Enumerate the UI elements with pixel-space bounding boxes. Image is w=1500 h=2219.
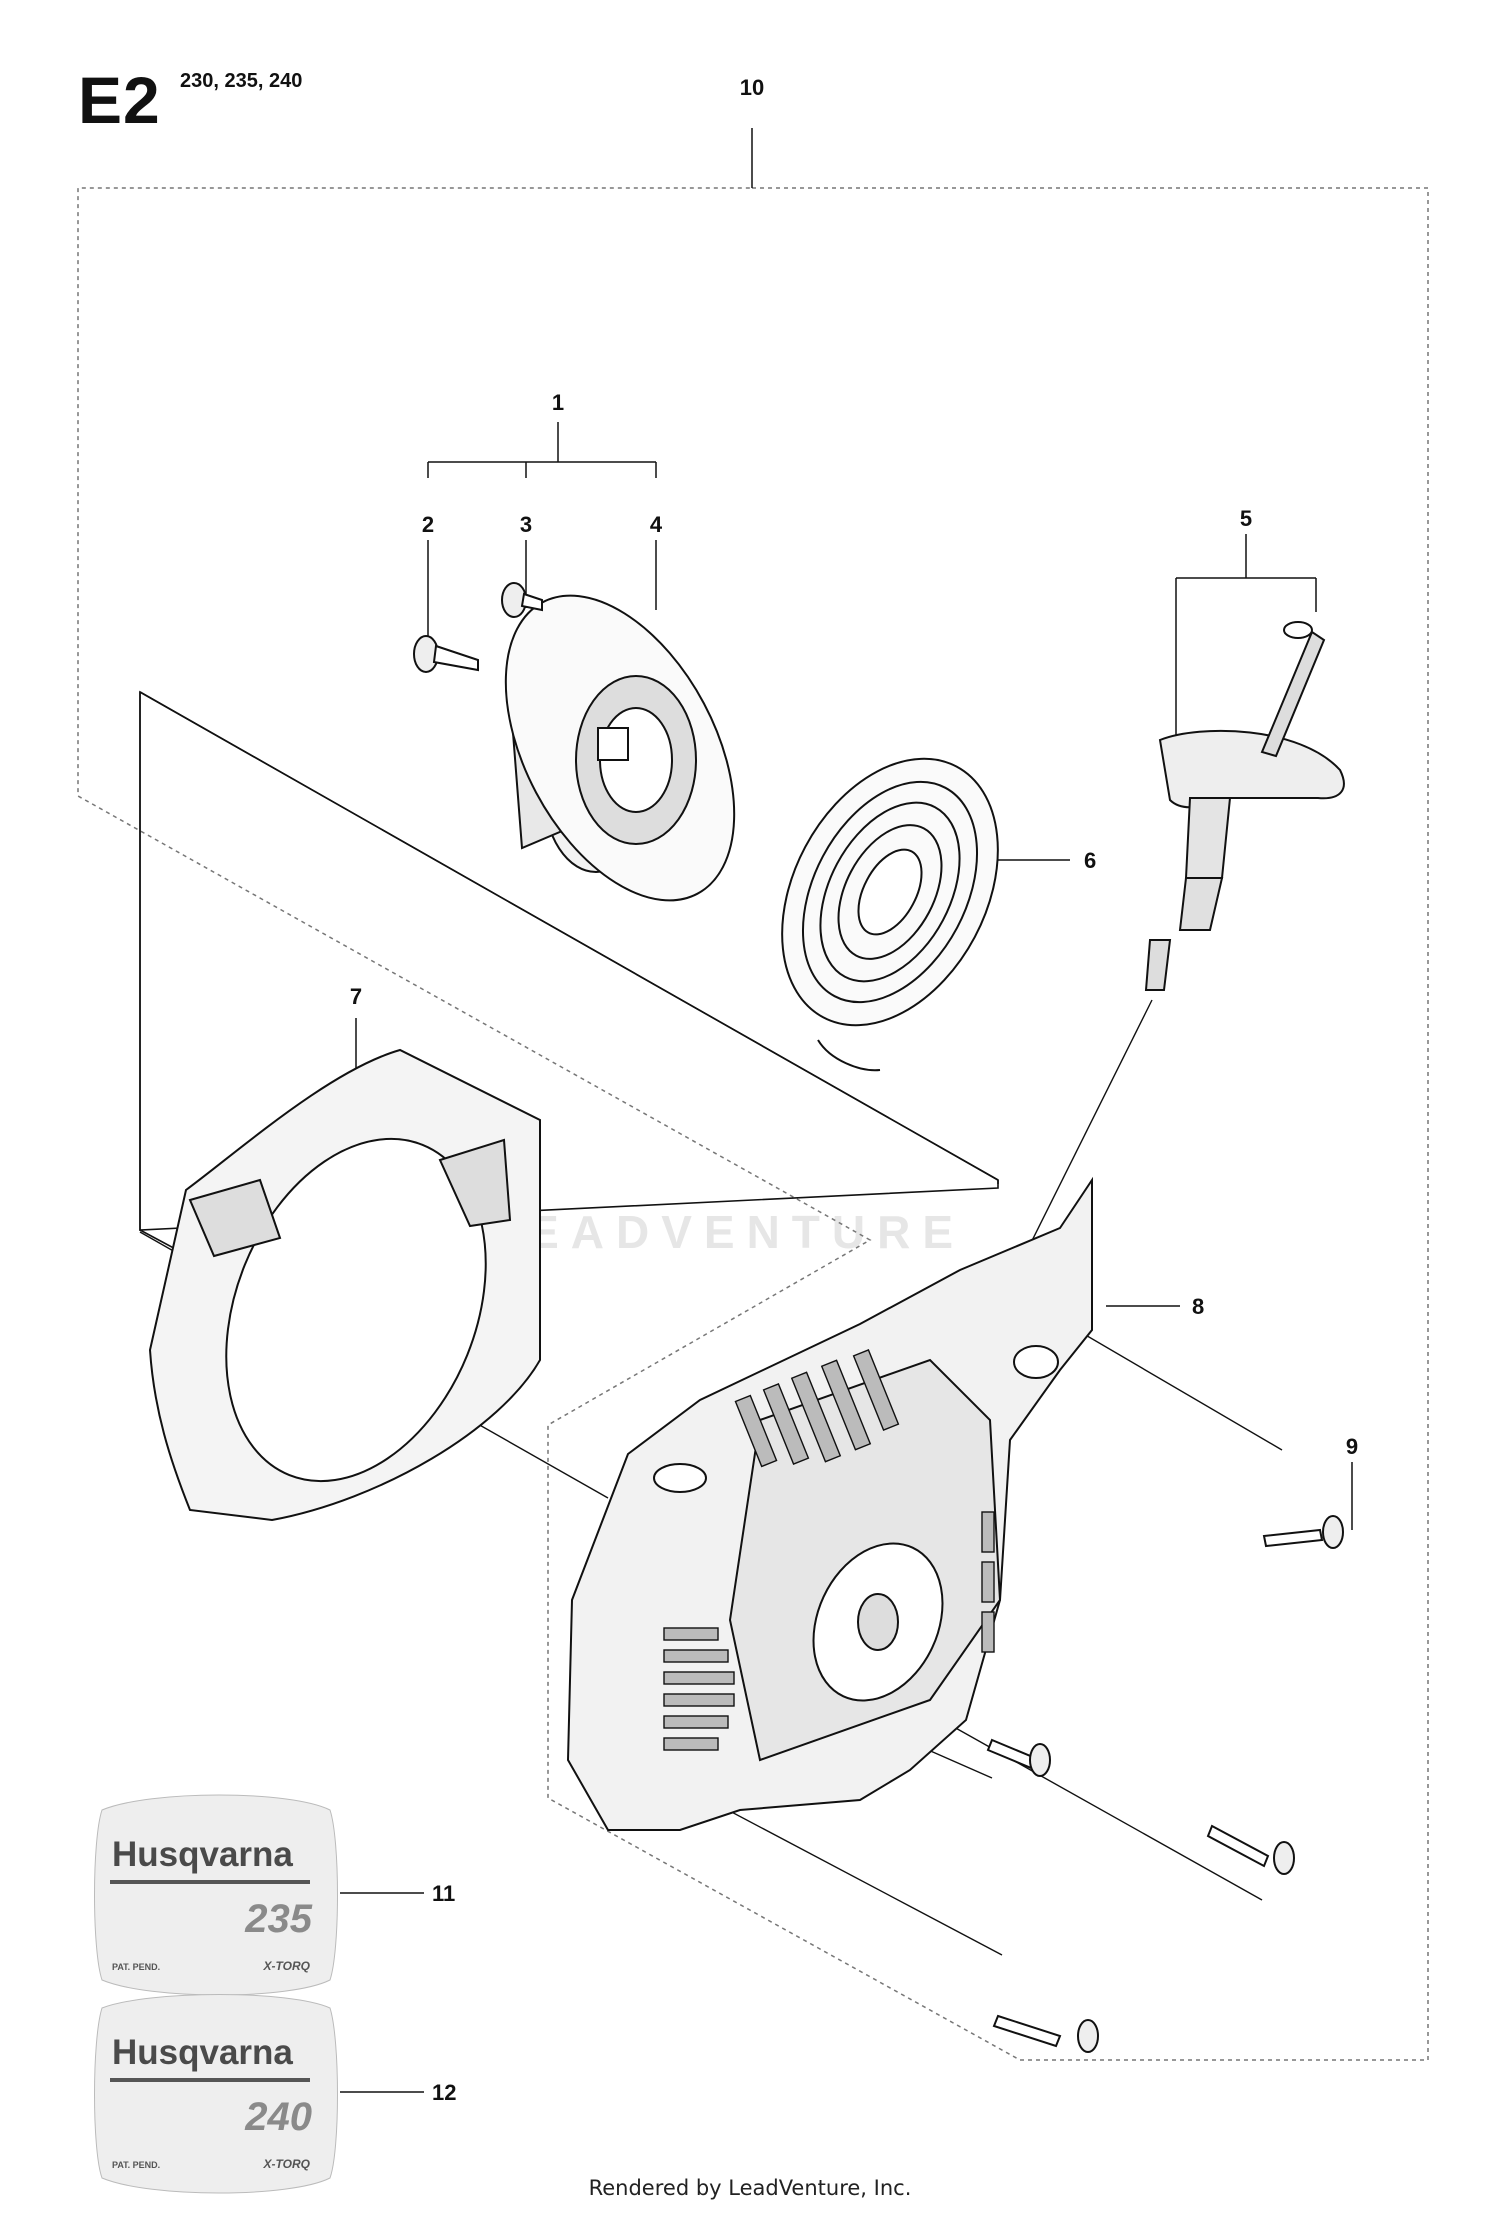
pulley-screws	[413, 582, 543, 673]
decal-235-patent: PAT. PEND.	[112, 1962, 160, 1972]
callout-1: 1	[552, 390, 564, 415]
callout-10: 10	[740, 75, 764, 100]
section-code: E2	[78, 63, 161, 137]
decal-235-brand: Husqvarna	[112, 1835, 293, 1874]
footer-credit: Rendered by LeadVenture, Inc.	[588, 2176, 912, 2200]
decal-240-model: 240	[244, 2095, 312, 2139]
starter-housing	[566, 1176, 1093, 1831]
decal-235-series: X-TORQ	[263, 1959, 311, 1973]
assembly-outline-10	[77, 128, 1429, 2061]
leader-lines	[340, 422, 1353, 2093]
callout-11: 11	[432, 1881, 455, 1906]
decal-240-patent: PAT. PEND.	[112, 2160, 160, 2170]
callout-numbers: 1 2 3 4 5 6 7 8 9 10 11 12	[350, 75, 1358, 2105]
callout-4: 4	[650, 512, 663, 537]
decal-240-brand: Husqvarna	[112, 2033, 293, 2072]
callout-7: 7	[350, 984, 362, 1009]
callout-9: 9	[1346, 1434, 1358, 1459]
model-list: 230, 235, 240	[180, 70, 303, 92]
recoil-spring	[781, 757, 999, 1072]
decal-240-series: X-TORQ	[263, 2157, 311, 2171]
air-guide	[148, 1048, 541, 1522]
callout-3: 3	[520, 512, 532, 537]
decal-235-model: 235	[244, 1897, 312, 1941]
callout-5: 5	[1240, 506, 1252, 531]
callout-6: 6	[1084, 848, 1096, 873]
decal-235: Husqvarna 235 PAT. PEND. X-TORQ	[94, 1794, 338, 1996]
watermark-text: LEADVENTURE	[488, 1206, 966, 1258]
starter-handle	[1144, 621, 1345, 991]
decal-240: Husqvarna 240 PAT. PEND. X-TORQ	[94, 1994, 338, 2194]
callout-8: 8	[1192, 1294, 1204, 1319]
housing-vents	[663, 1349, 995, 1751]
starter-pulley	[504, 594, 736, 902]
housing-screws	[986, 1515, 1344, 2053]
callout-12: 12	[432, 2080, 456, 2105]
callout-2: 2	[422, 512, 434, 537]
